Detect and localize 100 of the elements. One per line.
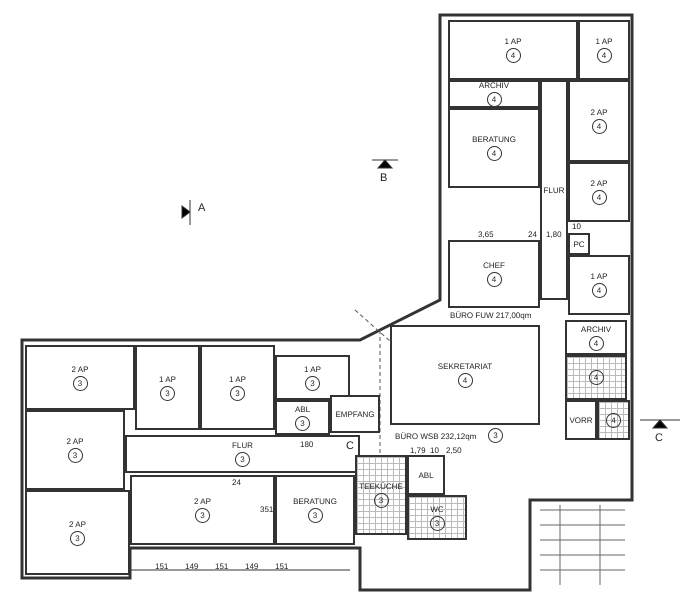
room-label: 1 AP — [159, 374, 176, 384]
room-label: EMPFANG — [335, 410, 375, 418]
room-label: 2 AP — [66, 437, 84, 446]
zone-number: 4 — [606, 412, 621, 428]
zone-number: 3 — [235, 452, 250, 467]
zone-number: 3 — [230, 386, 245, 400]
room-label: 1 AP — [229, 374, 246, 384]
room — [135, 345, 200, 430]
kitchen-room — [565, 355, 627, 400]
room-label: TEEKÜCHE — [359, 482, 403, 491]
room — [448, 240, 540, 308]
corridor — [125, 435, 360, 473]
zone-number: 3 — [295, 416, 310, 430]
zone-number: 4 — [486, 146, 502, 161]
room — [578, 20, 630, 80]
room-label: ARCHIV — [478, 81, 510, 90]
zone-number: 3 — [308, 508, 322, 523]
room — [565, 320, 627, 355]
washroom — [597, 400, 630, 440]
room-label: WC — [430, 504, 444, 514]
room — [568, 255, 630, 315]
room — [130, 475, 275, 545]
room — [25, 410, 125, 490]
dimension: 1,80 — [546, 230, 562, 239]
kitchen-room — [355, 455, 407, 535]
zone-number: 3 — [70, 530, 85, 546]
dimension: 151 — [215, 562, 228, 571]
zone-number: 3 — [72, 376, 88, 390]
dimension: 149 — [185, 562, 198, 571]
washroom — [407, 495, 467, 540]
zone-number: 3 — [305, 376, 320, 390]
zone-number: 3 — [68, 448, 82, 463]
zone-number: 3 — [160, 386, 175, 400]
room — [25, 345, 135, 410]
zone-number: 4 — [596, 48, 612, 63]
room — [448, 20, 578, 80]
corridor — [540, 80, 568, 300]
zone-number: 4 — [592, 119, 606, 134]
room — [200, 345, 275, 430]
room-label: 1 AP — [596, 37, 612, 46]
room-label: BERATUNG — [472, 135, 516, 144]
room — [565, 400, 597, 440]
room — [25, 490, 130, 575]
dimension: 10 — [572, 222, 581, 231]
zone-number: 4 — [486, 92, 502, 107]
room-label: 2 AP — [69, 520, 86, 528]
zone-number: 4 — [486, 272, 502, 287]
zone-number: 4 — [588, 370, 604, 385]
dimension: 10 — [430, 446, 439, 455]
room — [275, 355, 350, 400]
room-label: 1 AP — [590, 272, 608, 281]
room-label: 2 AP — [590, 108, 608, 117]
zone-number: 4 — [458, 373, 472, 388]
room — [448, 108, 540, 188]
zone-number: 3 — [430, 516, 444, 530]
dimension: 149 — [245, 562, 258, 571]
dimension: 24 — [528, 230, 537, 239]
dimension: 151 — [155, 562, 168, 571]
room-label: 1 AP — [304, 364, 321, 374]
room-label: 2 AP — [590, 179, 608, 188]
dimension: 2,50 — [446, 446, 462, 455]
zone-number: 3 — [195, 508, 210, 523]
room — [390, 325, 540, 425]
zone-number: 4 — [506, 48, 520, 63]
area-label: BÜRO FUW 217,00qm — [450, 311, 532, 320]
dimension: 151 — [275, 562, 288, 571]
room-label: CHEF — [483, 261, 505, 270]
section-marker: C — [655, 432, 663, 444]
area-label: BÜRO WSB 232,12qm — [395, 432, 476, 441]
storage-room — [568, 233, 590, 255]
dimension: 180 — [300, 440, 314, 449]
room-label: FLUR — [544, 186, 564, 194]
dimension: 1,79 — [410, 446, 426, 455]
dimension: 24 — [232, 478, 241, 487]
zone-number: 3 — [488, 428, 503, 443]
room-label: ABL — [294, 404, 310, 414]
room-label: VORR — [569, 416, 593, 424]
room — [568, 80, 630, 162]
room-label: FLUR — [232, 441, 253, 450]
zone-number: 4 — [592, 283, 606, 298]
zone-number: 4 — [588, 336, 604, 350]
room-label: 1 AP — [504, 37, 522, 46]
zone-number: 3 — [374, 493, 388, 508]
room-label: BERATUNG — [293, 497, 337, 506]
zone-number: 4 — [592, 190, 606, 205]
room-label: SEKRETARIAT — [438, 362, 492, 371]
room — [330, 395, 380, 433]
section-marker: B — [380, 172, 388, 184]
section-marker: A — [198, 202, 206, 214]
room-label: PC — [573, 240, 585, 248]
room-label: ABL — [418, 470, 434, 480]
section-marker: C — [346, 440, 354, 452]
room-label: ARCHIV — [580, 324, 612, 334]
room — [568, 162, 630, 222]
room — [448, 80, 540, 108]
room — [275, 475, 355, 545]
room-label: 2 AP — [72, 364, 88, 374]
room-label: 2 AP — [194, 497, 211, 506]
room — [407, 455, 445, 495]
room — [275, 400, 330, 435]
